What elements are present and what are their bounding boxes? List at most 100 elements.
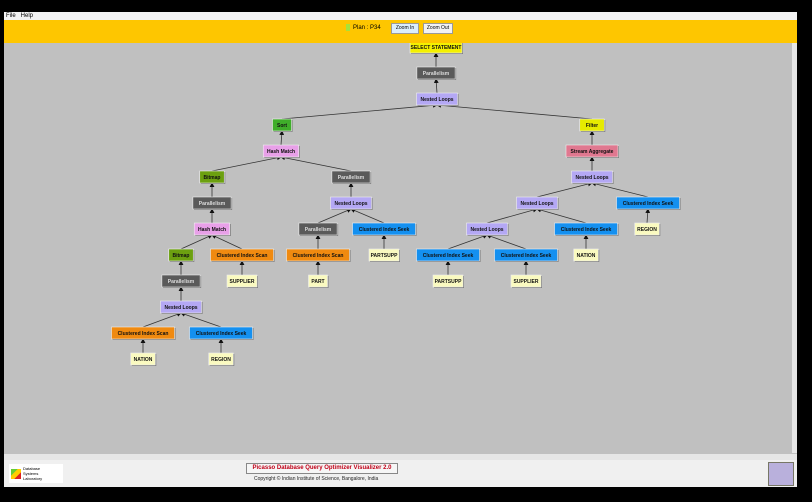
node-label: Clustered Index Scan — [217, 253, 268, 259]
plan-node-nested[interactable]: Nested Loops — [516, 196, 559, 210]
node-label: Nested Loops — [420, 97, 453, 103]
node-label: Hash Match — [198, 227, 226, 233]
node-box — [210, 248, 274, 262]
plan-node-seek[interactable]: Clustered Index Seek — [616, 196, 681, 210]
plan-node-seek[interactable]: Clustered Index Seek — [416, 248, 481, 262]
node-label: PARTSUPP — [371, 253, 399, 259]
menu-file[interactable]: File — [6, 13, 16, 19]
plan-node-table[interactable]: REGION — [634, 222, 661, 236]
plan-node-seek[interactable]: Clustered Index Seek — [352, 222, 417, 236]
plan-node-table[interactable]: PARTSUPP — [368, 248, 400, 262]
node-label: Parallelism — [305, 227, 332, 233]
plan-node-seek[interactable]: Clustered Index Seek — [189, 326, 254, 340]
plan-edge — [645, 208, 651, 224]
plan-node-sort[interactable]: Sort — [272, 118, 293, 132]
plan-node-parallelism[interactable]: Parallelism — [331, 170, 372, 184]
plan-node-filter[interactable]: Filter — [579, 118, 606, 132]
node-label: Clustered Index Seek — [196, 331, 247, 337]
node-box — [416, 66, 456, 80]
node-label: NATION — [134, 357, 153, 363]
plan-node-bitmap[interactable]: Bitmap — [168, 248, 195, 262]
node-box — [510, 274, 542, 288]
node-box — [616, 196, 680, 210]
plan-node-table[interactable]: NATION — [130, 352, 157, 366]
node-box — [571, 170, 613, 184]
node-label: Hash Match — [267, 149, 295, 155]
vertical-scrollbar[interactable] — [792, 43, 797, 453]
node-box — [130, 352, 156, 366]
plan-node-table[interactable]: SUPPLIER — [510, 274, 542, 288]
plan-edge — [591, 181, 649, 198]
node-box — [368, 248, 400, 262]
plan-node-parallelism[interactable]: Parallelism — [298, 222, 339, 236]
plan-node-select[interactable]: SELECT STATEMENT — [409, 40, 463, 54]
plan-node-bitmap[interactable]: Bitmap — [199, 170, 226, 184]
plan-node-nested[interactable]: Nested Loops — [160, 300, 203, 314]
plan-edge — [350, 208, 385, 224]
plan-node-table[interactable]: SUPPLIER — [226, 274, 258, 288]
zoom-out-button[interactable]: Zoom Out — [423, 23, 453, 34]
horizontal-scrollbar[interactable] — [4, 454, 797, 460]
node-box — [286, 248, 350, 262]
plan-node-table[interactable]: PARTSUPP — [432, 274, 464, 288]
plan-edge — [433, 78, 439, 94]
plan-node-table[interactable]: NATION — [573, 248, 600, 262]
plan-edge — [180, 234, 213, 250]
node-label: Clustered Index Seek — [359, 227, 410, 233]
node-label: Nested Loops — [520, 201, 553, 207]
plan-edge — [280, 155, 352, 172]
node-label: SUPPLIER — [229, 279, 254, 285]
iisc-logo — [768, 462, 794, 486]
menu-bar: File Help — [4, 12, 797, 20]
node-label: REGION — [637, 227, 657, 233]
node-box — [111, 326, 175, 340]
plan-edge — [317, 208, 352, 224]
plan-node-nested[interactable]: Nested Loops — [466, 222, 509, 236]
node-label: Stream Aggregate — [571, 149, 614, 155]
node-box — [432, 274, 464, 288]
plan-node-scan[interactable]: Clustered Index Scan — [111, 326, 176, 340]
node-box — [516, 196, 558, 210]
plan-node-seek[interactable]: Clustered Index Seek — [494, 248, 559, 262]
node-box — [192, 196, 232, 210]
plan-node-agg[interactable]: Stream Aggregate — [565, 144, 619, 158]
node-label: Clustered Index Scan — [293, 253, 344, 259]
node-box — [352, 222, 416, 236]
node-label: PART — [311, 279, 324, 285]
node-box — [161, 274, 201, 288]
node-box — [193, 222, 231, 236]
plan-node-parallelism[interactable]: Parallelism — [192, 196, 233, 210]
plan-node-table[interactable]: REGION — [208, 352, 235, 366]
node-box — [189, 326, 253, 340]
plan-node-parallelism[interactable]: Parallelism — [416, 66, 457, 80]
plan-node-hash[interactable]: Hash Match — [262, 144, 300, 158]
plan-edge — [536, 181, 593, 198]
node-label: SUPPLIER — [513, 279, 538, 285]
plan-node-table[interactable]: PART — [308, 274, 329, 288]
plan-edge — [211, 234, 243, 250]
node-label: Sort — [277, 123, 287, 129]
node-label: REGION — [211, 357, 231, 363]
plan-edge — [536, 207, 587, 224]
plan-node-parallelism[interactable]: Parallelism — [161, 274, 202, 288]
plan-node-hash[interactable]: Hash Match — [193, 222, 231, 236]
node-box — [579, 118, 605, 132]
plan-node-scan[interactable]: Clustered Index Scan — [210, 248, 275, 262]
zoom-in-button[interactable]: Zoom In — [391, 23, 419, 34]
menu-help[interactable]: Help — [20, 13, 34, 19]
plan-node-nested[interactable]: Nested Loops — [571, 170, 614, 184]
plan-node-nested[interactable]: Nested Loops — [330, 196, 373, 210]
plan-node-scan[interactable]: Clustered Index Scan — [286, 248, 351, 262]
node-box — [331, 170, 371, 184]
plan-node-nested[interactable]: Nested Loops — [416, 92, 459, 106]
node-label: Clustered Index Seek — [561, 227, 612, 233]
node-box — [330, 196, 372, 210]
node-box — [262, 144, 300, 158]
node-box — [308, 274, 328, 288]
app-title-button[interactable]: Picasso Database Query Optimizer Visuali… — [246, 463, 398, 474]
plan-node-seek[interactable]: Clustered Index Seek — [554, 222, 619, 236]
node-box — [466, 222, 508, 236]
